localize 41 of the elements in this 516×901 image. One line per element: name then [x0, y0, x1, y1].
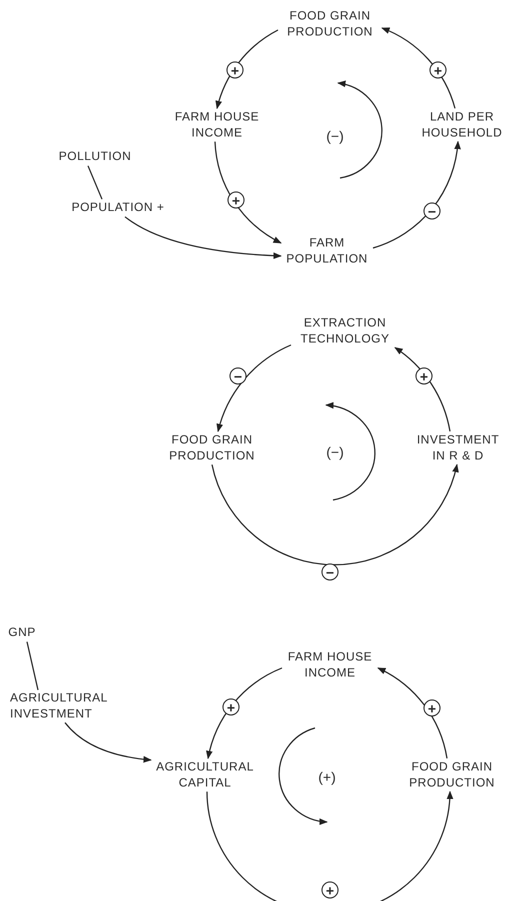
arrow: [64, 722, 152, 763]
variable-label: LAND PER HOUSEHOLD: [414, 108, 510, 142]
arrow: [394, 347, 451, 432]
arrow: [381, 27, 456, 109]
variable-label: POLLUTION: [56, 148, 134, 166]
arrow: [124, 216, 282, 259]
arrow: [216, 29, 278, 110]
variable-label: POPULATION +: [70, 199, 166, 217]
variable-label: FOOD GRAIN PRODUCTION: [400, 758, 504, 792]
arrow: [211, 464, 458, 566]
polarity-sign: −: [424, 202, 440, 220]
polarity-sign: −: [322, 564, 338, 580]
polarity-sign: −: [230, 368, 246, 384]
variable-label: FARM POPULATION: [281, 234, 373, 268]
polarity-sign: +: [222, 698, 240, 716]
arrow: [206, 667, 282, 760]
loop-polarity-label: (+): [318, 769, 336, 785]
polarity-sign: +: [322, 882, 338, 898]
variable-label: FARM HOUSE INCOME: [169, 108, 265, 142]
arrow: [377, 667, 448, 759]
variable-label: FOOD GRAIN PRODUCTION: [278, 7, 382, 41]
connector-line: [26, 642, 39, 690]
loop-polarity-label: (−): [326, 444, 344, 460]
connector-line: [87, 166, 103, 200]
polarity-sign: +: [424, 700, 440, 716]
arrow: [206, 790, 453, 901]
variable-label: FARM HOUSE INCOME: [282, 648, 378, 682]
variable-label: GNP: [6, 624, 38, 642]
arrow: [216, 344, 292, 432]
variable-label: FOOD GRAIN PRODUCTION: [160, 431, 264, 465]
variable-label: EXTRACTION TECHNOLOGY: [291, 314, 399, 348]
polarity-sign: +: [430, 62, 446, 78]
polarity-sign: +: [228, 192, 244, 208]
loop-polarity-label: (−): [326, 128, 344, 144]
variable-label: AGRICULTURAL INVESTMENT: [8, 689, 116, 723]
variable-label: AGRICULTURAL CAPITAL: [151, 758, 259, 792]
polarity-sign: +: [416, 368, 432, 384]
arrow: [372, 140, 460, 249]
arrow: [214, 142, 282, 244]
variable-label: INVESTMENT IN R & D: [412, 431, 504, 465]
polarity-sign: +: [226, 62, 244, 78]
